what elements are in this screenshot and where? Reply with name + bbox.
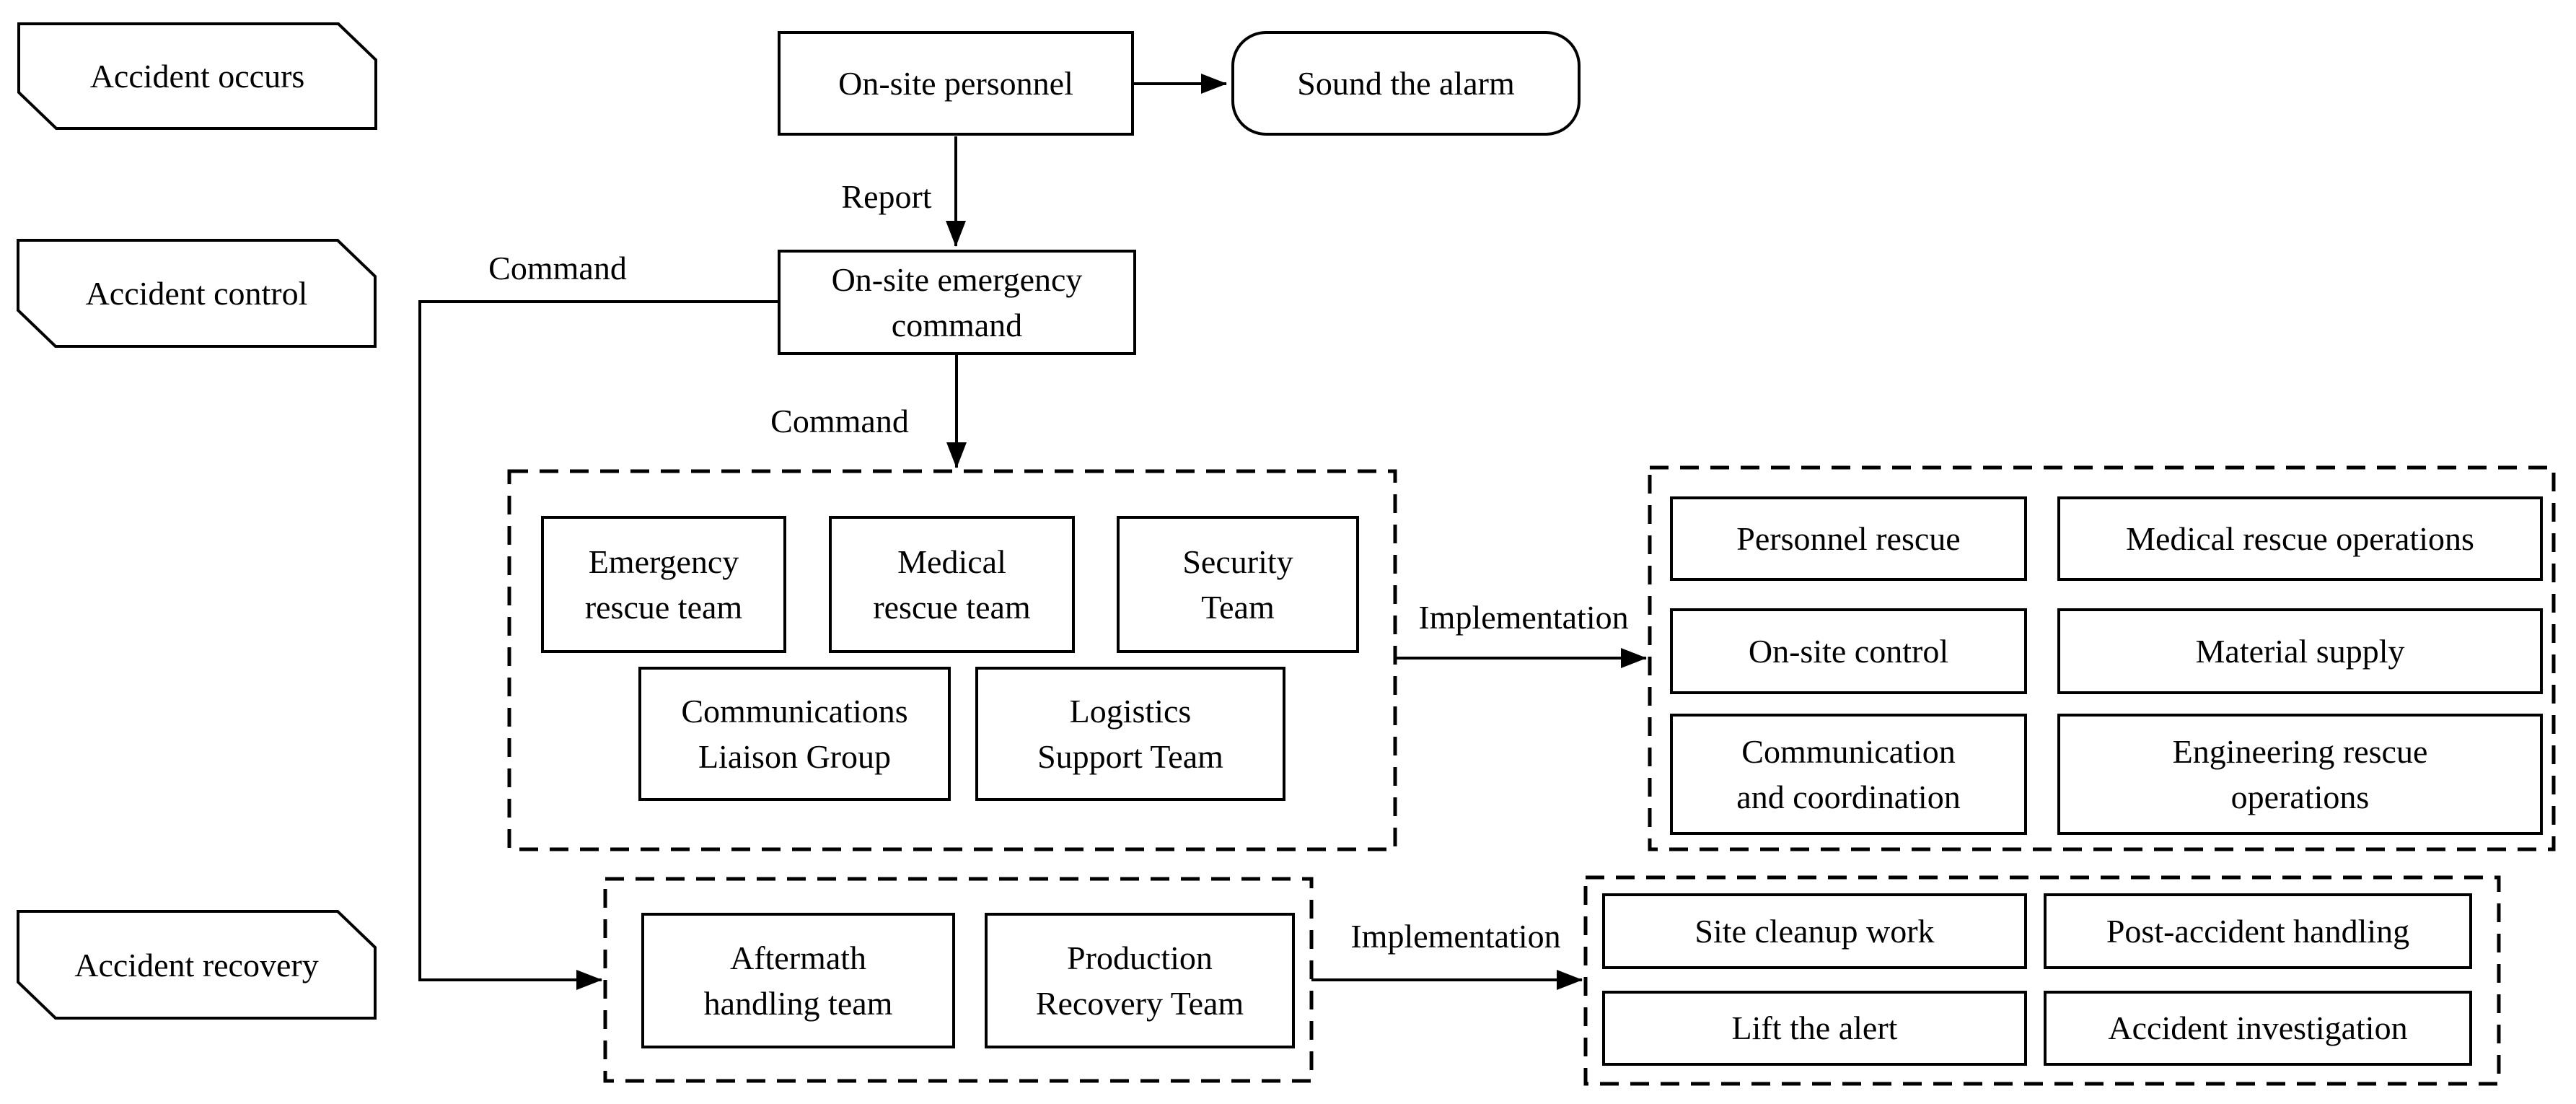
group-border-recovery-actions [1583,875,2501,1086]
node-on-site-control: On-site control [1670,608,2027,694]
stage-tag-accident-recovery: Accident recovery [74,946,319,983]
node-medical-rescue-operations: Medical rescue operations [2057,496,2543,581]
edge-label-implementation-top: Implementation [1418,598,1629,636]
edge-label-command-down: Command [770,402,909,439]
node-communications-liaison-group: Communications Liaison Group [638,667,951,801]
group-border-recovery-teams [603,877,1314,1083]
node-aftermath-handling-team: Aftermath handling team [641,913,955,1048]
stage-tag-accident-control: Accident control [85,275,308,312]
node-sound-the-alarm: Sound the alarm [1231,31,1581,136]
node-lift-the-alert: Lift the alert [1602,991,2027,1066]
edge-label-command-left: Command [488,249,627,286]
node-personnel-rescue: Personnel rescue [1670,496,2027,581]
node-medical-rescue-team: Medical rescue team [829,516,1075,653]
node-on-site-emergency-command: On-site emergency command [778,250,1136,355]
arrow-command-to-recovery [418,300,778,990]
node-material-supply: Material supply [2057,608,2543,694]
node-engineering-rescue-operations: Engineering rescue operations [2057,714,2543,835]
node-communication-and-coordination: Communication and coordination [1670,714,2027,835]
node-logistics-support-team: Logistics Support Team [975,667,1285,801]
group-border-response-actions [1648,465,2556,851]
edge-label-implementation-bottom: Implementation [1350,917,1561,955]
stage-tag-accident-occurs: Accident occurs [89,58,305,95]
node-security-team: Security Team [1117,516,1359,653]
node-production-recovery-team: Production Recovery Team [985,913,1295,1048]
group-border-response-teams [507,469,1397,851]
stage-tag-shape-accident-control [17,239,377,348]
node-emergency-rescue-team: Emergency rescue team [541,516,786,653]
edge-label-report: Report [841,178,932,215]
node-post-accident-handling: Post-accident handling [2044,893,2472,969]
node-site-cleanup-work: Site cleanup work [1602,893,2027,969]
stage-tag-shape-accident-recovery [17,910,377,1020]
stage-tag-shape-accident-occurs [17,22,377,130]
node-on-site-personnel: On-site personnel [778,31,1134,136]
node-accident-investigation: Accident investigation [2044,991,2472,1066]
